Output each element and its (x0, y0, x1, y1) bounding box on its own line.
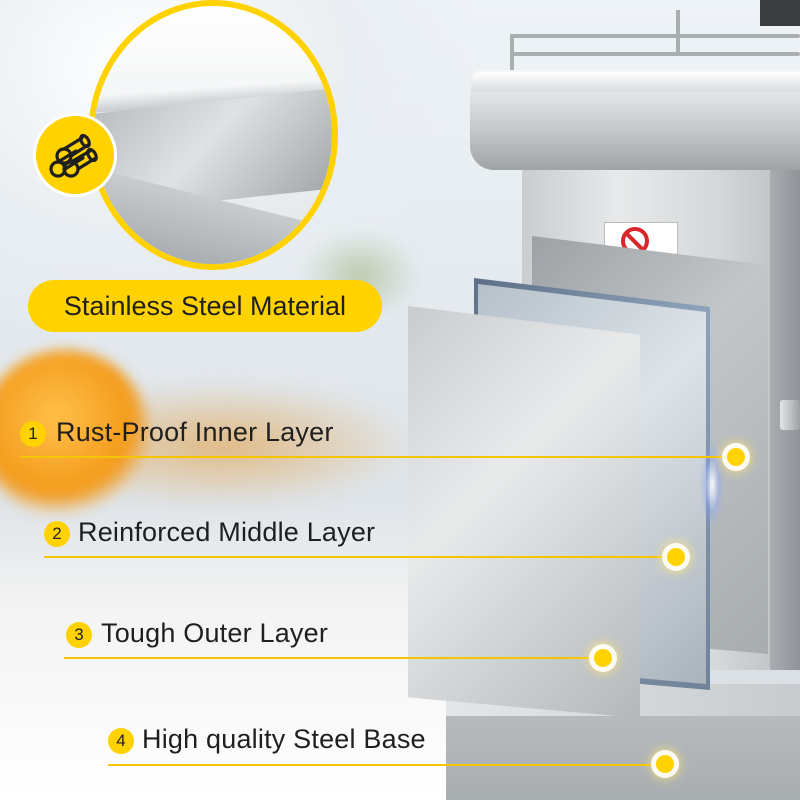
rail-post (676, 10, 680, 54)
layer-label: Tough Outer Layer (101, 618, 329, 648)
material-title: Stainless Steel Material (63, 290, 347, 321)
material-zoom-circle (88, 0, 338, 270)
layer-number-badge: 1 (20, 421, 46, 447)
layer-number-badge: 3 (66, 622, 92, 648)
layer-number-badge: 4 (108, 728, 134, 754)
layer-label: Rust-Proof Inner Layer (56, 417, 334, 447)
material-title-pill: Stainless Steel Material (28, 280, 382, 332)
machine-knob (780, 400, 800, 430)
callout-dot-2 (667, 548, 685, 566)
layer-label: High quality Steel Base (142, 724, 426, 754)
tray-lip (472, 72, 800, 92)
tray-rail (510, 52, 800, 56)
machine-top (760, 0, 800, 26)
tray-rail (510, 34, 800, 38)
layer-label: Reinforced Middle Layer (78, 517, 376, 547)
callout-dot-3 (594, 649, 612, 667)
callout-line-4 (108, 764, 664, 766)
callout-line-1 (20, 456, 736, 458)
rail-post (510, 34, 514, 82)
layer-number-badge: 2 (44, 521, 70, 547)
steel-tubes-icon (36, 116, 114, 194)
kitchen-counter (0, 500, 470, 800)
callout-dot-4 (656, 755, 674, 773)
callout-line-3 (64, 657, 604, 659)
callout-dot-1 (727, 448, 745, 466)
callout-line-2 (44, 556, 676, 558)
edge-glow (700, 440, 724, 530)
